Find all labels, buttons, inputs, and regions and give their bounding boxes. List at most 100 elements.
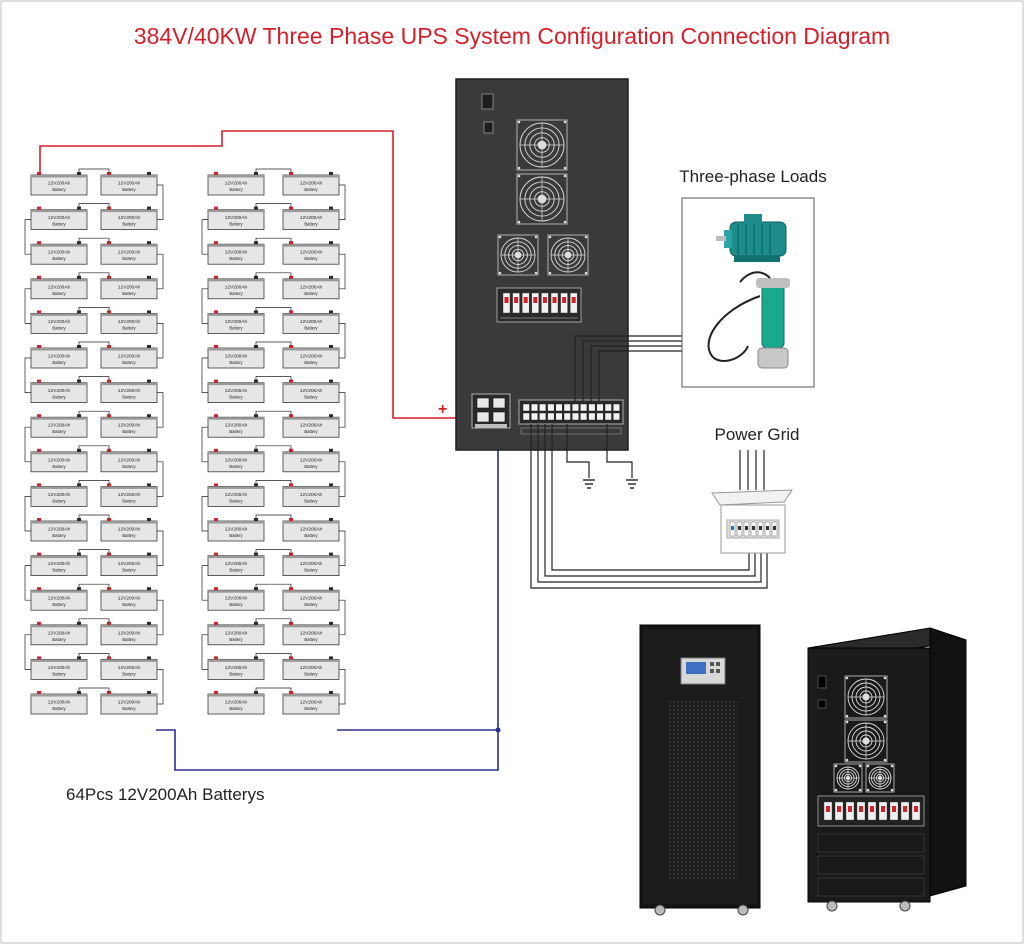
battery-terminal-positive [214,587,218,591]
battery-terminal-negative [254,552,258,556]
battery-terminal-positive [107,345,111,348]
battery-terminal-positive [107,379,111,383]
battery-terminal-negative [77,483,81,487]
battery-rating: 12V200Ah [300,388,323,394]
battery-terminal-positive [37,206,41,210]
battery-terminal-positive [107,518,111,521]
battery-terminal-negative [329,518,333,521]
battery-rating: 12V200Ah [300,319,323,325]
battery-terminal-positive [107,691,111,694]
ac-terminal [563,412,571,421]
battery-terminal-positive [214,448,218,452]
rear-breakers [823,801,921,821]
battery-rating: 12V200Ah [48,215,71,221]
battery-link-wire [78,653,110,658]
pump-icon [707,271,790,369]
battery-name: Battery [229,637,243,642]
battery-terminal-positive [289,414,293,418]
battery-terminal-positive [107,414,111,418]
battery-terminal-negative [329,345,333,348]
battery-terminal-negative [77,518,81,521]
row-link-wire [339,530,346,566]
terminal-screw [492,397,506,409]
fan-icon [865,763,895,793]
battery-terminal-positive [214,379,218,383]
battery-rating: 12V200Ah [118,250,141,256]
battery-terminal-negative [329,241,333,245]
battery-rating: 12V200Ah [118,354,141,360]
battery-rating: 12V200Ah [118,700,141,706]
ups-cabinet-rear [807,627,967,912]
battery-name: Battery [304,429,318,434]
battery-name: Battery [229,187,243,192]
battery-bank: 12V200AhBattery12V200AhBattery12V200AhBa… [24,168,346,715]
battery-terminal-positive [214,345,218,348]
battery-terminal-negative [147,345,151,348]
row-link-wire [24,496,31,532]
battery-rating: 12V200Ah [48,284,71,290]
fan-icon [516,173,568,225]
battery-name: Battery [52,464,66,469]
ac-terminal [613,412,620,421]
battery-terminal-negative [254,310,258,314]
row-link-wire [24,426,31,463]
battery-terminal-positive [37,518,41,521]
battery-terminal-negative [147,656,151,660]
battery-terminal-negative [77,656,81,660]
ups-fans [497,119,589,276]
battery-terminal-negative [147,241,151,245]
row-link-wire [201,565,208,601]
battery-terminal-positive [289,691,293,694]
battery-name: Battery [304,498,318,503]
row-link-wire [201,219,208,255]
battery-link-wire [78,445,110,450]
row-link-wire [157,184,164,220]
row-link-wire [201,357,208,393]
battery-rating: 12V200Ah [48,561,71,567]
battery-link-wire [78,687,110,692]
terminal-screw [492,411,506,423]
battery-terminal-positive [107,656,111,660]
battery-rating: 12V200Ah [300,596,323,602]
battery-rating: 12V200Ah [48,665,71,671]
battery-rating: 12V200Ah [225,596,248,602]
ac-terminal [604,403,612,412]
fan-icon [833,763,863,793]
battery-name: Battery [52,325,66,330]
battery-name: Battery [122,706,136,711]
vent-grill [668,700,738,880]
battery-link-wire [78,410,110,416]
battery-terminal-positive [289,518,293,521]
battery-rating: 12V200Ah [300,284,323,290]
battery-terminal-negative [329,448,333,452]
battery-terminal-positive [107,552,111,556]
ac-terminal [588,403,596,412]
battery-rating: 12V200Ah [118,423,141,429]
battery-terminal-positive [37,172,41,175]
battery-link-wire [255,653,292,658]
wire-junction [495,727,501,733]
battery-terminal-positive [37,379,41,383]
battery-terminal-positive [37,241,41,245]
battery-terminal-positive [37,552,41,556]
ups-rear-panel [455,78,629,451]
ac-terminals [522,403,620,421]
battery-name: Battery [304,187,318,192]
battery-terminal-negative [147,379,151,383]
ac-terminal [572,412,579,421]
